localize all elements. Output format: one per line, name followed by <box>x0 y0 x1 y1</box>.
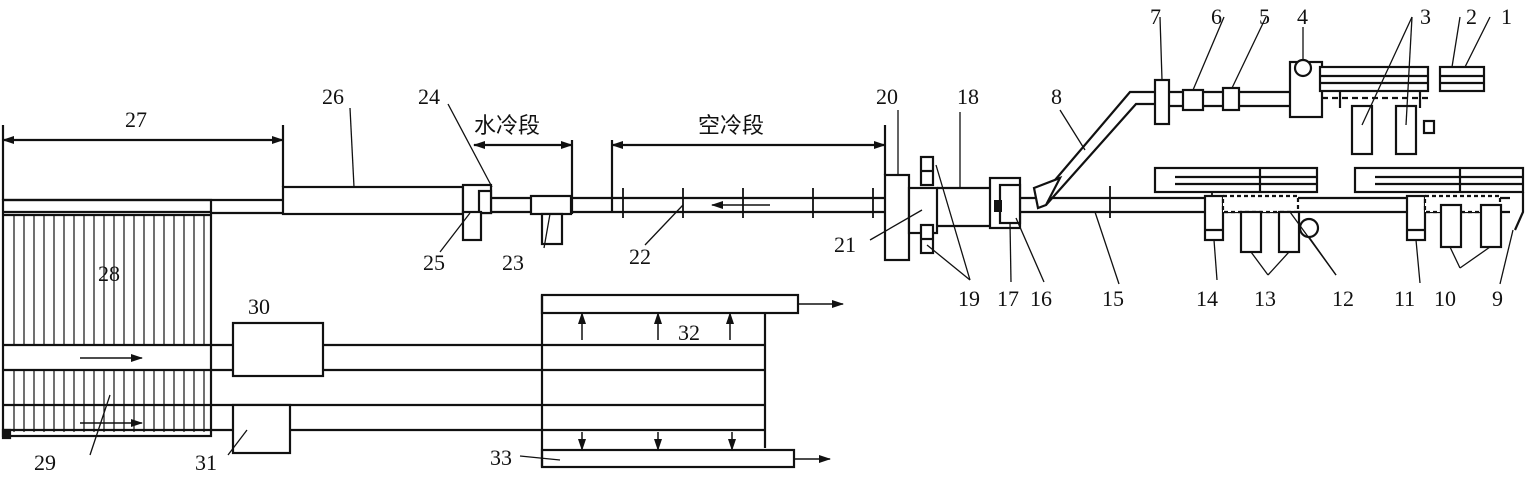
label-9: 9 <box>1492 286 1503 311</box>
label-2: 2 <box>1466 4 1477 29</box>
cooling-bed-28 <box>1 198 213 440</box>
label-26: 26 <box>322 84 344 109</box>
label-23: 23 <box>502 250 524 275</box>
label-12: 12 <box>1332 286 1354 311</box>
main-line-left <box>3 185 885 216</box>
label-31: 31 <box>195 450 217 475</box>
label-28: 28 <box>98 261 120 286</box>
unit-10b <box>1479 203 1503 249</box>
label-32: 32 <box>678 320 700 345</box>
label-11: 11 <box>1394 286 1415 311</box>
label-4: 4 <box>1297 4 1308 29</box>
water-cooling-label: 水冷段 <box>474 113 540 138</box>
conveyor-33 <box>540 448 796 469</box>
label-33: 33 <box>490 445 512 470</box>
unit-20 <box>883 173 911 262</box>
unit-2 <box>1438 65 1486 93</box>
unit-14 <box>1203 194 1225 242</box>
label-1: 1 <box>1501 4 1512 29</box>
roller-12 <box>1298 217 1320 239</box>
right-frames <box>1153 166 1525 231</box>
label-20: 20 <box>876 84 898 109</box>
label-16: 16 <box>1030 286 1052 311</box>
box-31 <box>231 403 292 455</box>
transfer-rails <box>3 295 767 467</box>
chute-8 <box>1032 90 1162 210</box>
air-cooling-label: 空冷段 <box>698 113 764 138</box>
label-18: 18 <box>957 84 979 109</box>
label-7: 7 <box>1150 4 1161 29</box>
label-14: 14 <box>1196 286 1218 311</box>
label-27: 27 <box>125 107 147 132</box>
label-15: 15 <box>1102 286 1124 311</box>
unit-23 <box>529 194 573 216</box>
label-13: 13 <box>1254 286 1276 311</box>
label-22: 22 <box>629 244 651 269</box>
label-25: 25 <box>423 250 445 275</box>
label-5: 5 <box>1259 4 1270 29</box>
conveyor-32 <box>540 293 800 315</box>
unit-3-frame <box>1318 65 1430 93</box>
label-21: 21 <box>834 232 856 257</box>
label-3: 3 <box>1420 4 1431 29</box>
unit-13b <box>1277 210 1301 254</box>
unit-6 <box>1181 88 1205 112</box>
label-8: 8 <box>1051 84 1062 109</box>
unit-5 <box>1221 86 1241 112</box>
label-19: 19 <box>958 286 980 311</box>
unit-11 <box>1405 194 1427 242</box>
unit-7 <box>1153 78 1171 126</box>
label-17: 17 <box>997 286 1019 311</box>
box-30 <box>231 321 325 378</box>
label-29: 29 <box>34 450 56 475</box>
air-cooling-ticks <box>622 188 874 218</box>
dimension-27 <box>1 125 285 200</box>
unit-13a <box>1239 210 1263 254</box>
label-30: 30 <box>248 294 270 319</box>
label-10: 10 <box>1434 286 1456 311</box>
label-24: 24 <box>418 84 440 109</box>
unit-10a <box>1439 203 1463 249</box>
label-6: 6 <box>1211 4 1222 29</box>
upper-feed-line <box>1153 58 1486 156</box>
